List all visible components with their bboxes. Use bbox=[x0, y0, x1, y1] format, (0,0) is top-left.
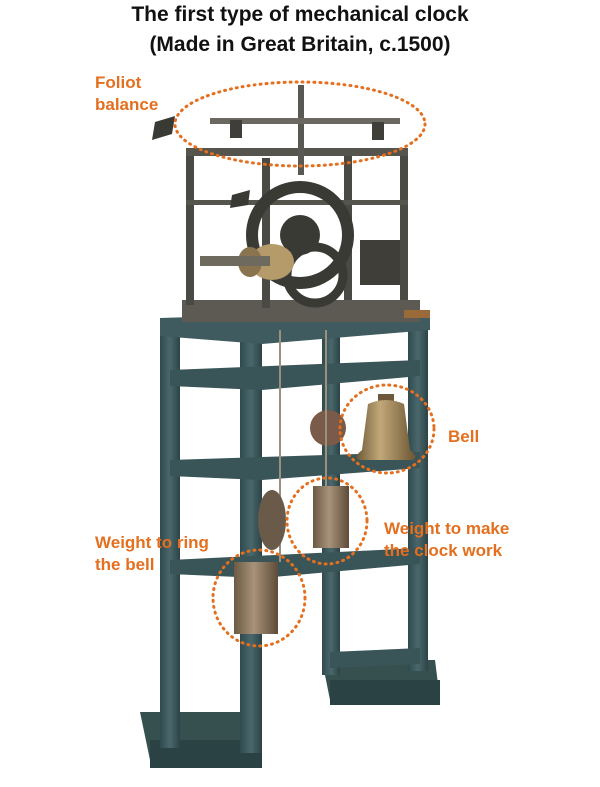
stand-base bbox=[140, 660, 440, 768]
foliot-label-line1: Foliot bbox=[95, 73, 142, 92]
foliot-label: Foliot balance bbox=[95, 72, 158, 116]
clock-weight-label: Weight to make the clock work bbox=[384, 518, 509, 562]
clock-mechanism bbox=[182, 148, 430, 322]
bell bbox=[310, 394, 416, 460]
page-subtitle: (Made in Great Britain, c.1500) bbox=[149, 33, 451, 56]
bell-weight-label-line2: the bell bbox=[95, 555, 155, 574]
bell-callout bbox=[338, 383, 436, 475]
bell-label: Bell bbox=[448, 427, 480, 446]
clock-weight-callout bbox=[285, 476, 369, 566]
foliot-balance bbox=[152, 85, 400, 208]
bell-weight-label-line1: Weight to ring bbox=[95, 533, 209, 552]
foliot-label-line2: balance bbox=[95, 95, 159, 114]
bell-weight-callout bbox=[211, 548, 307, 648]
clock-weight-label-line2: the clock work bbox=[384, 541, 503, 560]
page-title: The first type of mechanical clock bbox=[131, 3, 469, 26]
clock-weight-label-line1: Weight to make bbox=[384, 519, 510, 538]
bell-weight-label: Weight to ring the bell bbox=[95, 532, 209, 576]
stand-rails bbox=[160, 310, 430, 668]
foliot-callout bbox=[173, 80, 427, 168]
weights bbox=[234, 330, 349, 634]
